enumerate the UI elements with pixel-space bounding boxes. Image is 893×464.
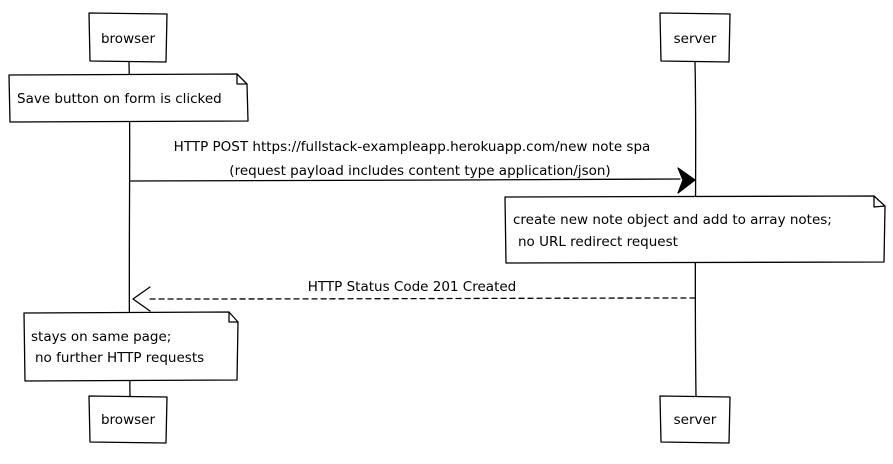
participant-server-top-label: server [674,31,717,47]
note-create-note-line-2: no URL redirect request [518,234,678,250]
note-stays-on-page: stays on same page; no further HTTP requ… [23,311,239,382]
participant-server-bottom-label: server [674,412,717,428]
arrowhead-solid [677,167,696,194]
message-status-created-line-1: HTTP Status Code 201 Created [308,279,517,295]
note-save-clicked: Save button on form is clicked [8,73,249,123]
message-post-request: HTTP POST https://fullstack-exampleapp.h… [129,139,696,194]
participant-browser-top-label: browser [101,31,155,47]
note-create-note: create new note object and add to array … [504,195,886,264]
participant-browser-bottom: browser [88,395,168,444]
arrowhead-open [132,286,151,312]
note-stays-on-page-line-2: no further HTTP requests [35,350,204,366]
message-post-request-line-2: (request payload includes content type a… [229,163,610,179]
participant-browser-bottom-label: browser [101,412,155,428]
participant-server-top: server [659,12,731,63]
note-stays-on-page-line-1: stays on same page; [31,329,171,345]
note-create-note-line-1: create new note object and add to array … [513,212,832,228]
message-status-created: HTTP Status Code 201 Created [132,279,696,312]
participant-server-bottom: server [659,395,731,444]
participant-browser-top: browser [88,12,168,63]
message-post-request-line-1: HTTP POST https://fullstack-exampleapp.h… [174,139,651,155]
note-save-clicked-line-1: Save button on form is clicked [17,91,222,107]
